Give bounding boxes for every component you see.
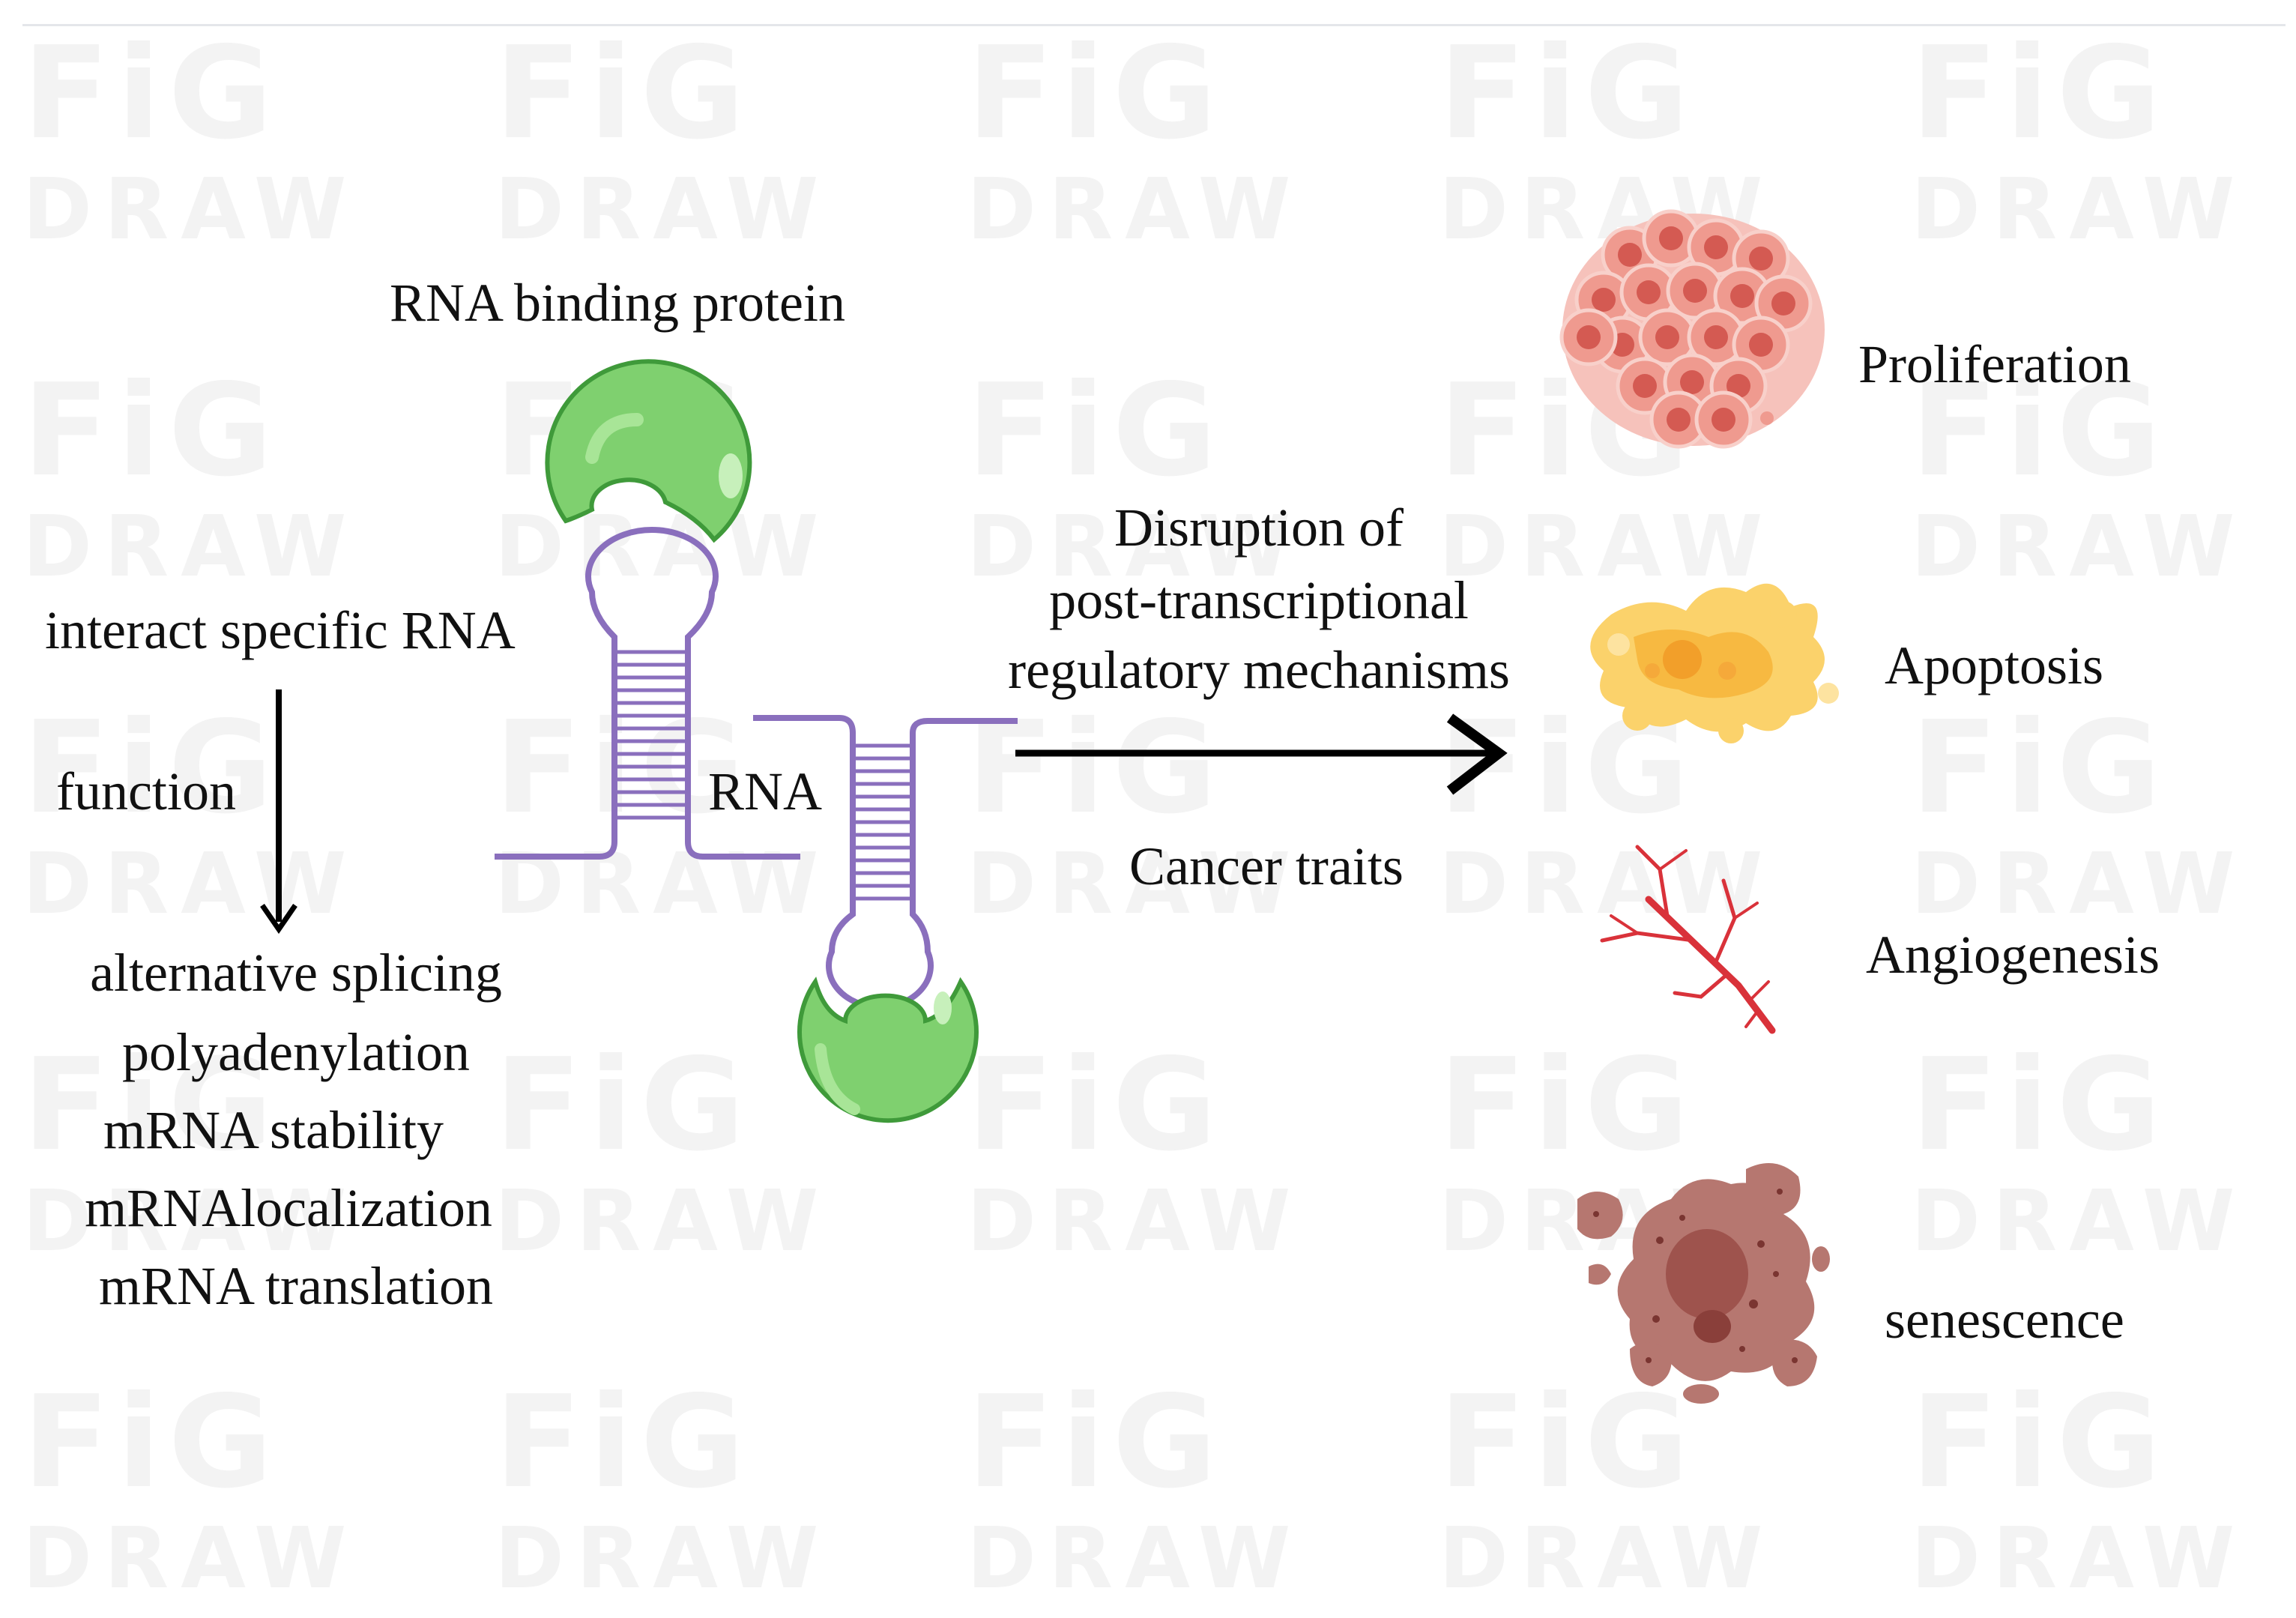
rna-label: RNA (708, 761, 823, 821)
disruption-line: regulatory mechanisms (1008, 640, 1510, 700)
function-item: polyadenylation (122, 1022, 470, 1082)
proliferation-cells-icon (1559, 209, 1825, 449)
function-item: mRNA translation (99, 1256, 493, 1316)
cell-nucleus (1771, 292, 1795, 316)
trait-proliferation-label: Proliferation (1858, 334, 2131, 394)
cell-nucleus (1712, 408, 1735, 432)
cell-nucleus (1704, 325, 1728, 349)
cell-nucleus (1667, 408, 1691, 432)
senescence-cell-icon (1577, 1163, 1830, 1404)
cell-nucleus (1726, 374, 1750, 398)
interact-specific-rna-label: interact specific RNA (45, 600, 516, 660)
cell-nucleus (1577, 325, 1601, 349)
cell-nucleus (1659, 226, 1683, 250)
cell-nucleus (1637, 280, 1661, 304)
cell-nucleus (1633, 374, 1657, 398)
trait-senescence-label: senescence (1885, 1290, 2124, 1350)
disruption-line: Disruption of (1114, 498, 1404, 558)
cell-nucleus (1683, 279, 1707, 303)
top-divider-line (22, 24, 2286, 26)
function-arrow (260, 689, 297, 935)
disruption-arrow (1015, 713, 1508, 795)
rna-binding-protein-label: RNA binding protein (390, 273, 845, 333)
cell-nucleus (1704, 235, 1728, 259)
function-item: mRNAlocalization (85, 1178, 492, 1238)
rna-binding-protein-bottom-icon (797, 976, 979, 1123)
cell-nucleus (1730, 284, 1754, 308)
trait-angiogenesis-label: Angiogenesis (1866, 925, 2160, 985)
cell-nucleus (1592, 288, 1616, 312)
cell-nucleus (1618, 243, 1642, 267)
angiogenesis-vessel-icon (1600, 845, 1776, 1034)
cell-nucleus (1749, 247, 1773, 271)
disruption-line: post-transcriptional (1049, 570, 1469, 630)
rna-hairpin-left-icon (495, 527, 800, 860)
cell-nucleus (1655, 325, 1679, 349)
rna-binding-protein-top-icon (545, 359, 752, 543)
trait-apoptosis-label: Apoptosis (1885, 636, 2104, 695)
function-label: function (56, 761, 236, 821)
cell-nucleus (1749, 333, 1773, 357)
function-item: mRNA stability (103, 1100, 444, 1160)
function-item: alternative splicing (90, 943, 502, 1003)
apoptosis-cell-icon (1590, 583, 1839, 743)
cell-nucleus (1680, 370, 1704, 394)
cancer-traits-label: Cancer traits (1129, 836, 1404, 896)
